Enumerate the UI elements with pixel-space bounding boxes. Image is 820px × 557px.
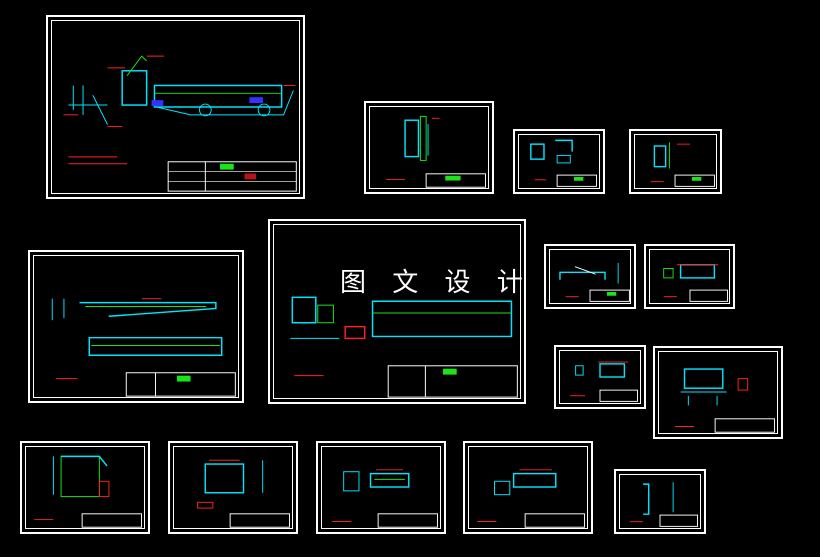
drawing-content bbox=[51, 298, 236, 397]
sheet-border bbox=[25, 446, 145, 529]
drawing-content bbox=[650, 142, 715, 187]
sheet-border bbox=[649, 249, 730, 304]
sheet-border bbox=[173, 446, 293, 529]
sheet-border bbox=[634, 134, 717, 189]
drawing-content bbox=[197, 459, 290, 528]
drawing-sheet-part-f[interactable] bbox=[554, 345, 646, 409]
drawing-sheet-part-d[interactable] bbox=[544, 244, 636, 309]
sheet-border bbox=[51, 20, 300, 194]
sheet-border bbox=[619, 474, 701, 529]
watermark-text: 图 文 设 计 bbox=[340, 268, 532, 298]
drawing-content bbox=[332, 469, 438, 528]
drawing-sheet-part-k[interactable] bbox=[463, 441, 593, 534]
sheet-border bbox=[518, 134, 600, 189]
drawing-sheet-part-a[interactable] bbox=[364, 101, 494, 194]
drawing-content bbox=[663, 264, 728, 302]
sheet-border bbox=[33, 255, 239, 398]
drawing-content bbox=[63, 55, 297, 192]
sheet-border bbox=[658, 351, 778, 434]
drawing-sheet-part-c[interactable] bbox=[629, 129, 722, 194]
sheet-border bbox=[549, 249, 631, 304]
drawing-content bbox=[530, 139, 598, 187]
drawing-content bbox=[477, 469, 585, 528]
drawing-sheet-frame-assembly[interactable] bbox=[28, 250, 244, 403]
drawing-content bbox=[559, 262, 630, 302]
drawing-content bbox=[674, 368, 775, 433]
drawing-content bbox=[34, 455, 142, 528]
drawing-sheet-main-conveyor[interactable] bbox=[268, 219, 526, 404]
drawing-sheet-part-l[interactable] bbox=[614, 469, 706, 534]
drawing-content bbox=[629, 482, 699, 527]
drawing-sheet-part-i[interactable] bbox=[168, 441, 298, 534]
drawing-sheet-part-h[interactable] bbox=[20, 441, 150, 534]
drawing-content bbox=[385, 115, 486, 188]
sheet-border bbox=[559, 350, 641, 404]
drawing-sheet-large-assembly[interactable] bbox=[46, 15, 305, 199]
drawing-content bbox=[570, 361, 638, 402]
sheet-border bbox=[321, 446, 441, 529]
drawing-content bbox=[290, 296, 518, 398]
drawing-sheet-part-e[interactable] bbox=[644, 244, 735, 309]
drawing-sheet-part-j[interactable] bbox=[316, 441, 446, 534]
sheet-border bbox=[468, 446, 588, 529]
drawing-sheet-part-b[interactable] bbox=[513, 129, 605, 194]
drawing-sheet-part-g[interactable] bbox=[653, 346, 783, 439]
sheet-border bbox=[273, 224, 521, 399]
sheet-border bbox=[369, 106, 489, 189]
